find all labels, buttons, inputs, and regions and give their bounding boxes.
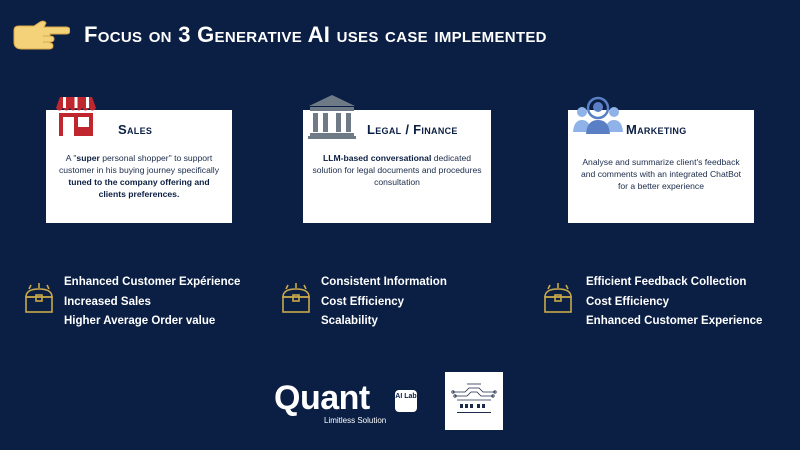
uniq-ai-logo [445,372,503,430]
benefit-item: Higher Average Order value [64,315,216,327]
treasure-chest-icon [544,283,572,313]
benefit-item: Enhanced Customer Expérience [64,276,241,288]
quant-logo-badge: AI Lab [395,390,417,412]
benefit-item: Cost Efficiency [586,295,670,308]
quant-logo: Quant AI Lab Limitless Solution [274,378,424,430]
legal-finance-card-description: LLM-based conversational dedicated solut… [312,153,482,187]
marketing-benefits: Efficient Feedback Collection Cost Effic… [586,273,762,332]
sales-benefits: Enhanced Customer Expérience Increased S… [64,273,240,332]
sales-card: Sales A "super personal shopper" to supp… [46,110,232,223]
benefit-item: Enhanced Customer Experience [586,315,763,327]
sales-card-description: A "super personal shopper" to support cu… [58,153,219,199]
benefit-item: Scalability [321,315,378,327]
benefit-item: Efficient Feedback Collection [586,276,747,288]
benefit-item: Consistent Information [321,276,447,288]
bank-icon [308,95,356,139]
treasure-chest-icon [282,283,310,313]
legal-finance-card-title: Legal / Finance [367,122,458,137]
team-icon [573,96,623,134]
quant-logo-name: Quant [274,379,370,417]
legal-finance-benefits: Consistent Information Cost Efficiency S… [321,273,447,332]
sales-card-title: Sales [118,122,153,137]
benefit-item: Increased Sales [64,295,151,308]
benefit-item: Cost Efficiency [321,295,405,308]
page-title: Focus on 3 Generative AI uses case imple… [84,22,547,47]
pointing-hand-icon [13,20,70,50]
treasure-chest-icon [25,283,53,313]
marketing-card-description: Analyse and summarize client's feedback … [580,157,742,191]
legal-finance-card: Legal / Finance LLM-based conversational… [303,110,491,223]
marketing-card-title: Marketing [626,122,687,137]
quant-logo-tagline: Limitless Solution [324,416,387,425]
store-icon [56,97,96,136]
